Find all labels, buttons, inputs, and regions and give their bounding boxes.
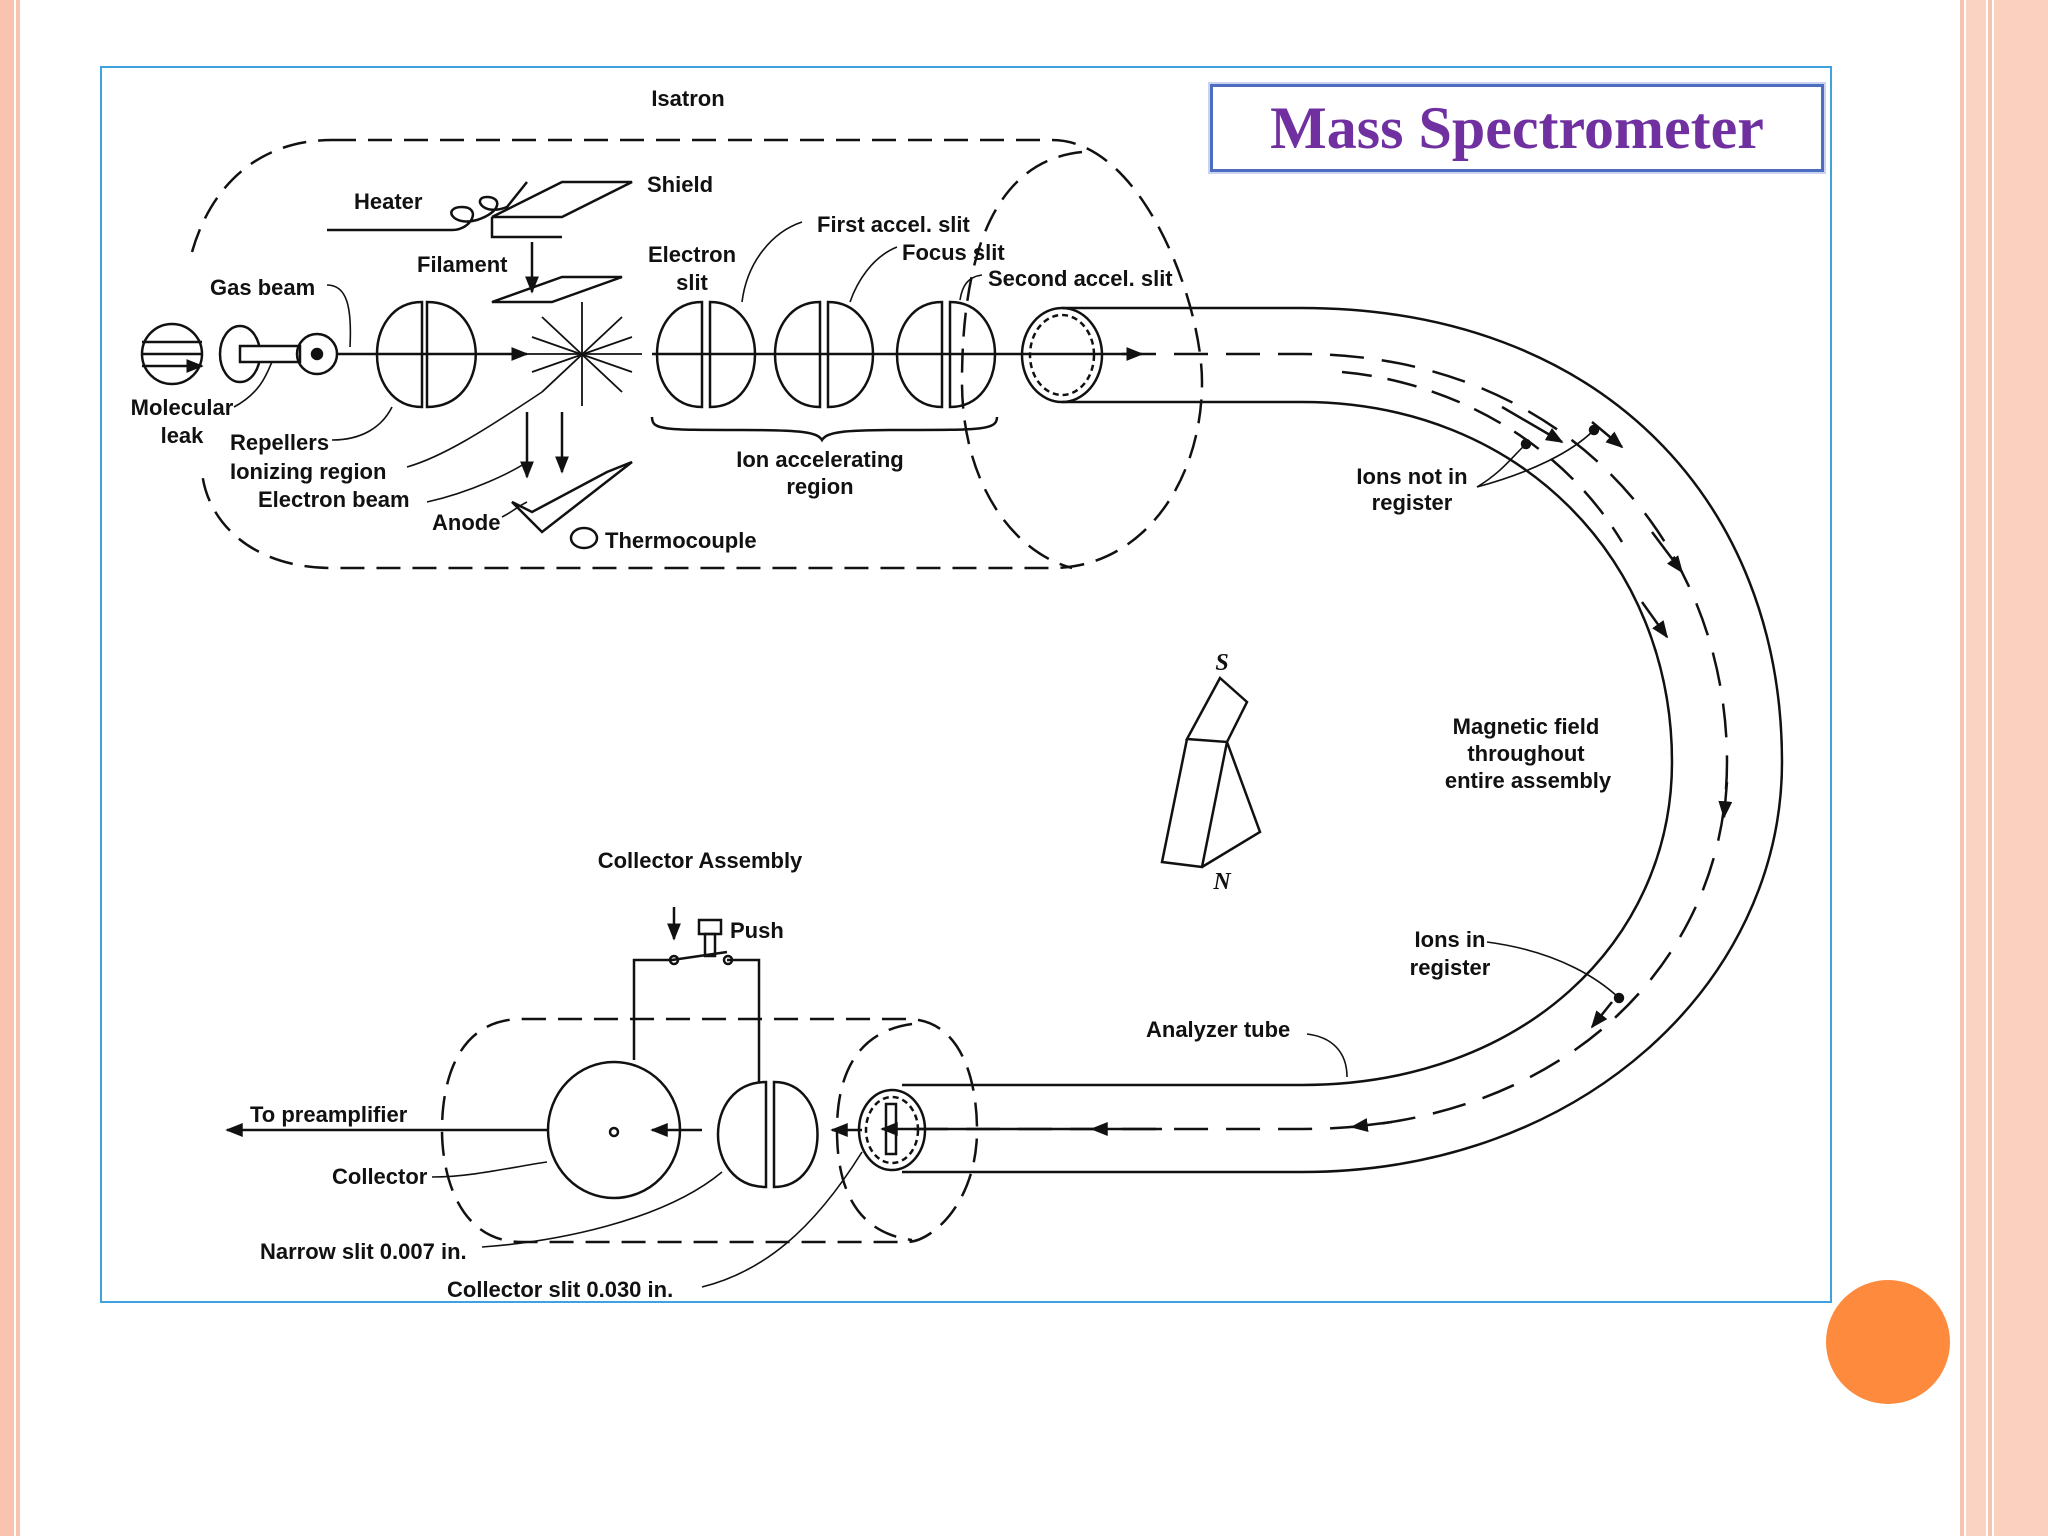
label-to-preamplifier: To preamplifier — [250, 1102, 408, 1127]
heater-coil — [327, 181, 528, 232]
label-ion-accel-region: Ion accelerating — [736, 447, 904, 472]
label-pole-s: S — [1215, 650, 1228, 676]
label-gas-beam: Gas beam — [210, 275, 315, 300]
left-border-stripe — [0, 0, 14, 1536]
label-molecular-leak-2: leak — [161, 423, 205, 448]
label-isatron: Isatron — [651, 86, 724, 111]
label-ions-in-register-2: register — [1410, 955, 1491, 980]
analyzer-tube — [902, 306, 1784, 1174]
mass-spectrometer-diagram: Isatron Heater Shield Filament Gas beam … — [131, 86, 1784, 1301]
label-repellers: Repellers — [230, 430, 329, 455]
label-ions-not-in-register: Ions not in — [1356, 464, 1467, 489]
label-ion-accel-region-2: region — [786, 474, 853, 499]
slide-title: Mass Spectrometer — [1270, 94, 1764, 161]
label-shield: Shield — [647, 172, 713, 197]
label-magnetic-field-2: throughout — [1467, 741, 1585, 766]
isatron-housing — [190, 138, 1204, 570]
isatron-housing-inner — [960, 150, 1083, 570]
title-box: Mass Spectrometer — [1210, 84, 1824, 172]
thermocouple — [569, 526, 599, 550]
right-border-stripe — [1994, 0, 2048, 1536]
right-border-stripe — [1966, 0, 1986, 1536]
label-push: Push — [730, 918, 784, 943]
magnet — [1160, 676, 1262, 869]
right-border-stripe — [1988, 0, 1992, 1536]
collector-housing — [440, 1017, 979, 1244]
label-collector-assembly: Collector Assembly — [598, 848, 803, 873]
ionizing-burst — [522, 302, 642, 406]
repeller-plate — [425, 300, 477, 409]
label-thermocouple: Thermocouple — [605, 528, 757, 553]
anode — [511, 460, 633, 534]
label-electron-slit-2: slit — [676, 270, 708, 295]
label-collector-slit: Collector slit 0.030 in. — [447, 1277, 673, 1301]
shield — [490, 180, 633, 239]
left-border-stripe-thin — [16, 0, 20, 1536]
decorative-orange-circle — [1826, 1280, 1950, 1404]
label-first-accel-slit: First accel. slit — [817, 212, 971, 237]
label-narrow-slit: Narrow slit 0.007 in. — [260, 1239, 467, 1264]
label-molecular-leak: Molecular — [131, 395, 234, 420]
repeller-plate — [375, 300, 424, 409]
label-magnetic-field: Magnetic field — [1453, 714, 1600, 739]
label-filament: Filament — [417, 252, 508, 277]
label-magnetic-field-3: entire assembly — [1445, 768, 1612, 793]
label-second-accel-slit: Second accel. slit — [988, 266, 1173, 291]
label-ionizing-region: Ionizing region — [230, 459, 386, 484]
label-heater: Heater — [354, 189, 423, 214]
label-collector: Collector — [332, 1164, 428, 1189]
label-electron-beam: Electron beam — [258, 487, 410, 512]
label-pole-n: N — [1212, 869, 1232, 895]
ion-path — [902, 352, 1729, 1131]
label-analyzer-tube: Analyzer tube — [1146, 1017, 1290, 1042]
analyzer-tube — [902, 400, 1674, 1087]
label-ions-in-register: Ions in — [1415, 927, 1486, 952]
label-electron-slit: Electron — [648, 242, 736, 267]
push-switch-circuit — [632, 950, 761, 1082]
label-ions-not-in-register-2: register — [1372, 490, 1453, 515]
right-border-stripe — [1960, 0, 1964, 1536]
diagram-frame: Isatron Heater Shield Filament Gas beam … — [100, 66, 1832, 1303]
label-focus-slit: Focus slit — [902, 240, 1005, 265]
ion-accel-slits — [655, 300, 997, 409]
filament-plate — [491, 275, 623, 304]
label-anode: Anode — [432, 510, 500, 535]
narrow-slit-plate — [716, 1080, 768, 1189]
